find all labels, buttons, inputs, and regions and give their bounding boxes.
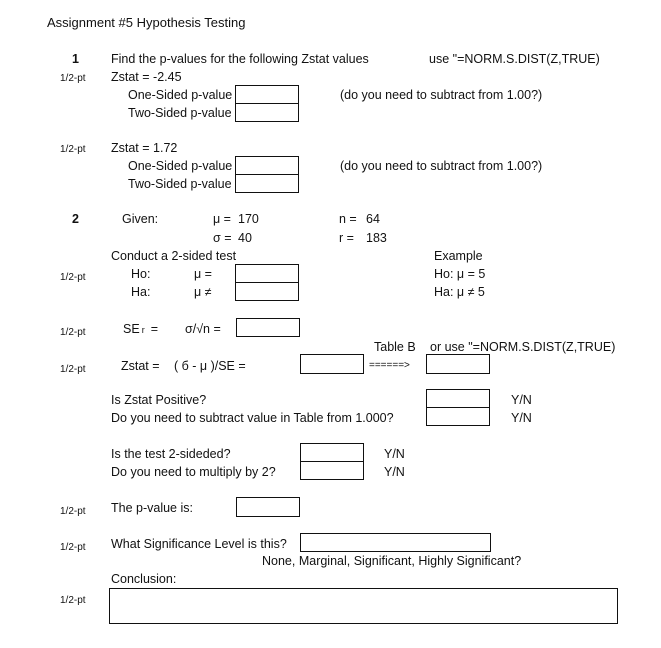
zstat-formula: ( б - μ )/SE =: [174, 359, 246, 373]
standard-error-input[interactable]: [236, 318, 300, 337]
given-label: Given:: [122, 212, 159, 226]
multiply-question: Do you need to multiply by 2?: [111, 465, 276, 479]
sample-mean-label: r =: [339, 231, 354, 245]
subtract-question: Do you need to subtract value in Table f…: [111, 411, 394, 425]
two-sided-pvalue-input[interactable]: [235, 103, 299, 122]
one-sided-label: One-Sided p-value: [128, 159, 233, 173]
norm-dist-hint: or use "=NORM.S.DIST(Z,TRUE): [430, 340, 616, 354]
points-label: 1/2-pt: [60, 272, 86, 283]
two-sided-question: Is the test 2-sideded?: [111, 447, 231, 461]
mu-value: 170: [238, 212, 259, 226]
yes-no-label: Y/N: [511, 393, 532, 407]
zstat-value: Zstat = -2.45: [111, 70, 182, 84]
points-label: 1/2-pt: [60, 144, 86, 155]
example-alt-hypothesis: Ha: μ ≠ 5: [434, 285, 485, 299]
points-label: 1/2-pt: [60, 595, 86, 606]
points-label: 1/2-pt: [60, 542, 86, 553]
n-value: 64: [366, 212, 380, 226]
zstat-input[interactable]: [300, 354, 364, 374]
conduct-test-label: Conduct a 2-sided test: [111, 249, 237, 263]
subtract-note: (do you need to subtract from 1.00?): [340, 88, 543, 102]
example-title: Example: [434, 249, 483, 263]
zstat-label: Zstat =: [121, 359, 160, 373]
zstat-positive-question: Is Zstat Positive?: [111, 393, 207, 407]
points-label: 1/2-pt: [60, 73, 86, 84]
sigma-value: 40: [238, 231, 252, 245]
one-sided-label: One-Sided p-value: [128, 88, 233, 102]
two-sided-label: Two-Sided p-value: [128, 177, 232, 191]
alt-hypothesis-symbol: μ ≠: [194, 285, 212, 299]
yes-no-label: Y/N: [511, 411, 532, 425]
standard-error-formula: σ/√n =: [185, 322, 221, 336]
points-label: 1/2-pt: [60, 364, 86, 375]
question-1-number: 1: [72, 52, 79, 66]
null-hypothesis-label: Ho:: [131, 267, 151, 281]
yes-no-label: Y/N: [384, 465, 405, 479]
null-hypothesis-symbol: μ =: [194, 267, 212, 281]
subtract-note: (do you need to subtract from 1.00?): [340, 159, 543, 173]
significance-input[interactable]: [300, 533, 491, 552]
one-sided-pvalue-input[interactable]: [235, 85, 299, 104]
two-sided-label: Two-Sided p-value: [128, 106, 232, 120]
mu-label: μ =: [213, 212, 231, 226]
question-1-instruction: Find the p-values for the following Zsta…: [111, 52, 369, 66]
points-label: 1/2-pt: [60, 327, 86, 338]
sample-mean-value: 183: [366, 231, 387, 245]
two-sided-pvalue-input[interactable]: [235, 174, 299, 193]
page-title: Assignment #5 Hypothesis Testing: [47, 15, 246, 30]
null-hypothesis-input[interactable]: [235, 264, 299, 283]
pvalue-label: The p-value is:: [111, 501, 193, 515]
norm-dist-hint: use "=NORM.S.DIST(Z,TRUE): [429, 52, 600, 66]
conclusion-label: Conclusion:: [111, 572, 177, 586]
conclusion-input[interactable]: [109, 588, 618, 624]
arrow-label: ======>: [369, 360, 410, 371]
example-null-hypothesis: Ho: μ = 5: [434, 267, 486, 281]
one-sided-pvalue-input[interactable]: [235, 156, 299, 175]
subtract-answer-input[interactable]: [426, 407, 490, 426]
two-sided-answer-input[interactable]: [300, 443, 364, 462]
table-b-label: Table B: [374, 340, 416, 354]
sigma-label: σ =: [213, 231, 232, 245]
multiply-answer-input[interactable]: [300, 461, 364, 480]
alt-hypothesis-input[interactable]: [235, 282, 299, 301]
zstat-value: Zstat = 1.72: [111, 141, 178, 155]
significance-question: What Significance Level is this?: [111, 537, 287, 551]
yes-no-label: Y/N: [384, 447, 405, 461]
significance-options: None, Marginal, Significant, Highly Sign…: [262, 554, 522, 568]
n-label: n =: [339, 212, 357, 226]
positive-answer-input[interactable]: [426, 389, 490, 408]
table-value-input[interactable]: [426, 354, 490, 374]
pvalue-input[interactable]: [236, 497, 300, 517]
alt-hypothesis-label: Ha:: [131, 285, 151, 299]
points-label: 1/2-pt: [60, 506, 86, 517]
question-2-number: 2: [72, 212, 79, 226]
